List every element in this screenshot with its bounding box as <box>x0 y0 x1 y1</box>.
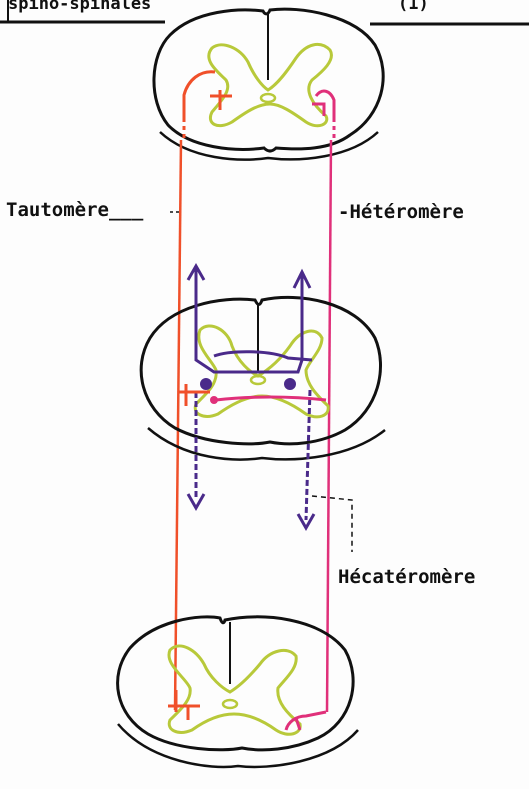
descending-axon-right <box>306 390 310 520</box>
label-tautomere: Tautomère___ <box>6 199 143 221</box>
segment-bottom-central-canal <box>223 700 237 708</box>
tautomere-long-fiber <box>175 140 181 710</box>
segment-top-gray-matter <box>209 44 332 125</box>
heteromere-long-fiber <box>327 140 331 712</box>
header-title: spino-spinales <box>8 0 151 14</box>
label-heteromere: -Hétéromère <box>338 201 464 223</box>
spinal-segment-top <box>154 9 383 159</box>
segment-middle-heteromere-body <box>210 396 218 404</box>
segment-middle-central-canal <box>251 376 265 384</box>
segment-top-central-canal <box>261 94 275 102</box>
label-hecateromere: Hécatéromère <box>338 566 475 588</box>
hecateromere-bracket <box>312 496 352 552</box>
segment-bottom-heteromere-terminal <box>286 712 326 730</box>
ascending-axon-crossing <box>214 352 312 360</box>
segment-bottom-outline <box>118 617 354 750</box>
segment-top-lower-edge <box>160 132 378 160</box>
segment-bottom-gray-matter <box>169 646 300 734</box>
header-number: (1) <box>398 0 429 14</box>
segment-middle-heteromere-branch <box>216 397 326 400</box>
spinal-segment-bottom <box>118 617 358 767</box>
ascending-neuron-body-right <box>284 378 296 390</box>
segment-bottom-lower-edge <box>118 724 358 767</box>
ascending-neuron-body-left <box>200 378 212 390</box>
